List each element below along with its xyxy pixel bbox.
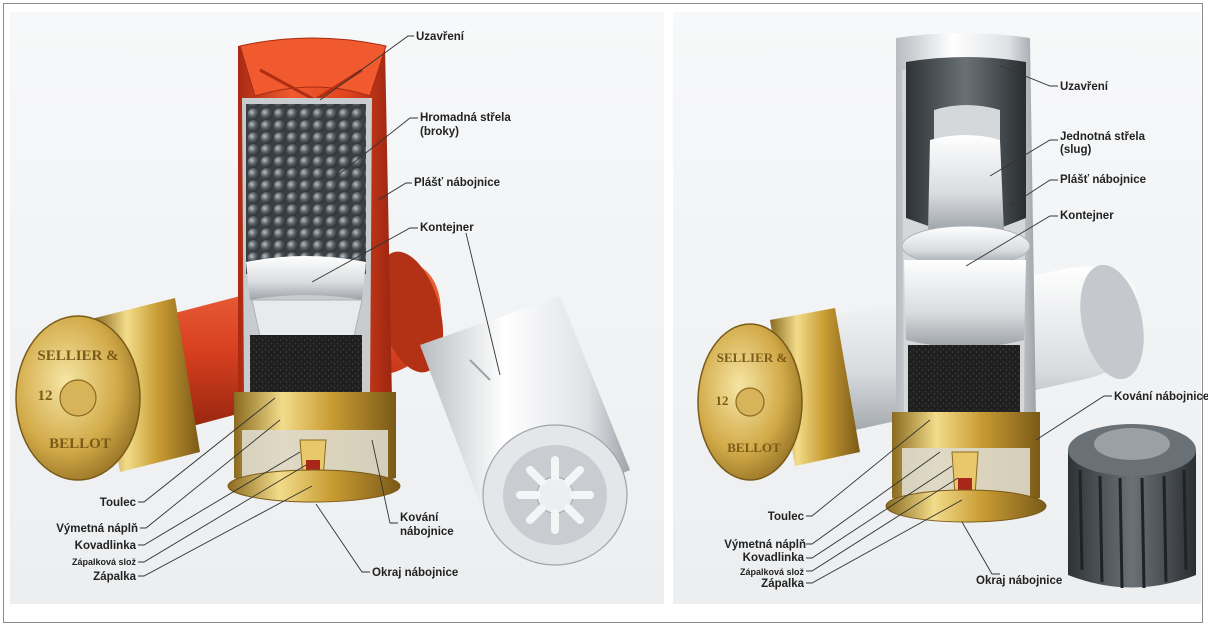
right-label-slug: (slug) <box>1060 144 1091 156</box>
right-label-plast: Plášť nábojnice <box>1060 174 1146 186</box>
left-head-stamp-gauge: 12 <box>38 388 53 404</box>
right-label-kontejner: Kontejner <box>1060 210 1114 222</box>
right-label-vymetna: Výmetná náplň <box>724 539 806 551</box>
left-label-toulec: Toulec <box>100 497 137 509</box>
left-label-zapalka: Zápalka <box>93 571 136 583</box>
left-label-broky: (broky) <box>420 126 459 138</box>
left-label-plast: Plášť nábojnice <box>414 177 500 189</box>
left-head-stamp-bottom: BELLOT <box>49 436 111 452</box>
left-primer-cup <box>60 380 96 416</box>
left-label-kontejner: Kontejner <box>420 222 474 234</box>
right-label-okraj: Okraj nábojnice <box>976 575 1062 587</box>
right-label-toulec: Toulec <box>768 511 805 523</box>
right-head-stamp-top: SELLIER & <box>717 350 788 365</box>
right-label-kovadlinka: Kovadlinka <box>743 552 805 564</box>
left-label-vymetna: Výmetná náplň <box>56 523 138 535</box>
right-label-kovani: Kování nábojnice <box>1114 391 1208 403</box>
right-primer-cup <box>736 388 764 416</box>
right-rim <box>886 490 1046 522</box>
left-label-kovani-2: nábojnice <box>400 526 454 538</box>
right-label-uzavreni: Uzavření <box>1060 81 1109 93</box>
right-head-stamp-bottom: BELLOT <box>727 440 781 455</box>
left-head-stamp-top: SELLIER & <box>37 348 118 364</box>
left-label-okraj: Okraj nábojnice <box>372 567 458 579</box>
left-label-kovadlinka: Kovadlinka <box>75 540 137 552</box>
right-standing-cutaway-shell <box>886 33 1046 522</box>
left-label-hromadna-strela: Hromadná střela <box>420 112 511 124</box>
right-label-jednotna-strela: Jednotná střela <box>1060 131 1146 143</box>
left-rim <box>228 470 400 502</box>
right-slug-piece <box>1068 424 1196 588</box>
left-label-kovani-1: Kování <box>400 512 439 524</box>
left-label-uzavreni: Uzavření <box>416 31 465 43</box>
right-label-zapalkova: Zápalková slož <box>740 567 805 577</box>
left-standing-cutaway-shell <box>228 38 400 502</box>
right-head-stamp-gauge: 12 <box>716 393 729 408</box>
right-label-zapalka: Zápalka <box>761 578 804 590</box>
left-label-zapalkova: Zápalková slož <box>72 557 137 567</box>
left-shot-pellets <box>246 104 366 274</box>
